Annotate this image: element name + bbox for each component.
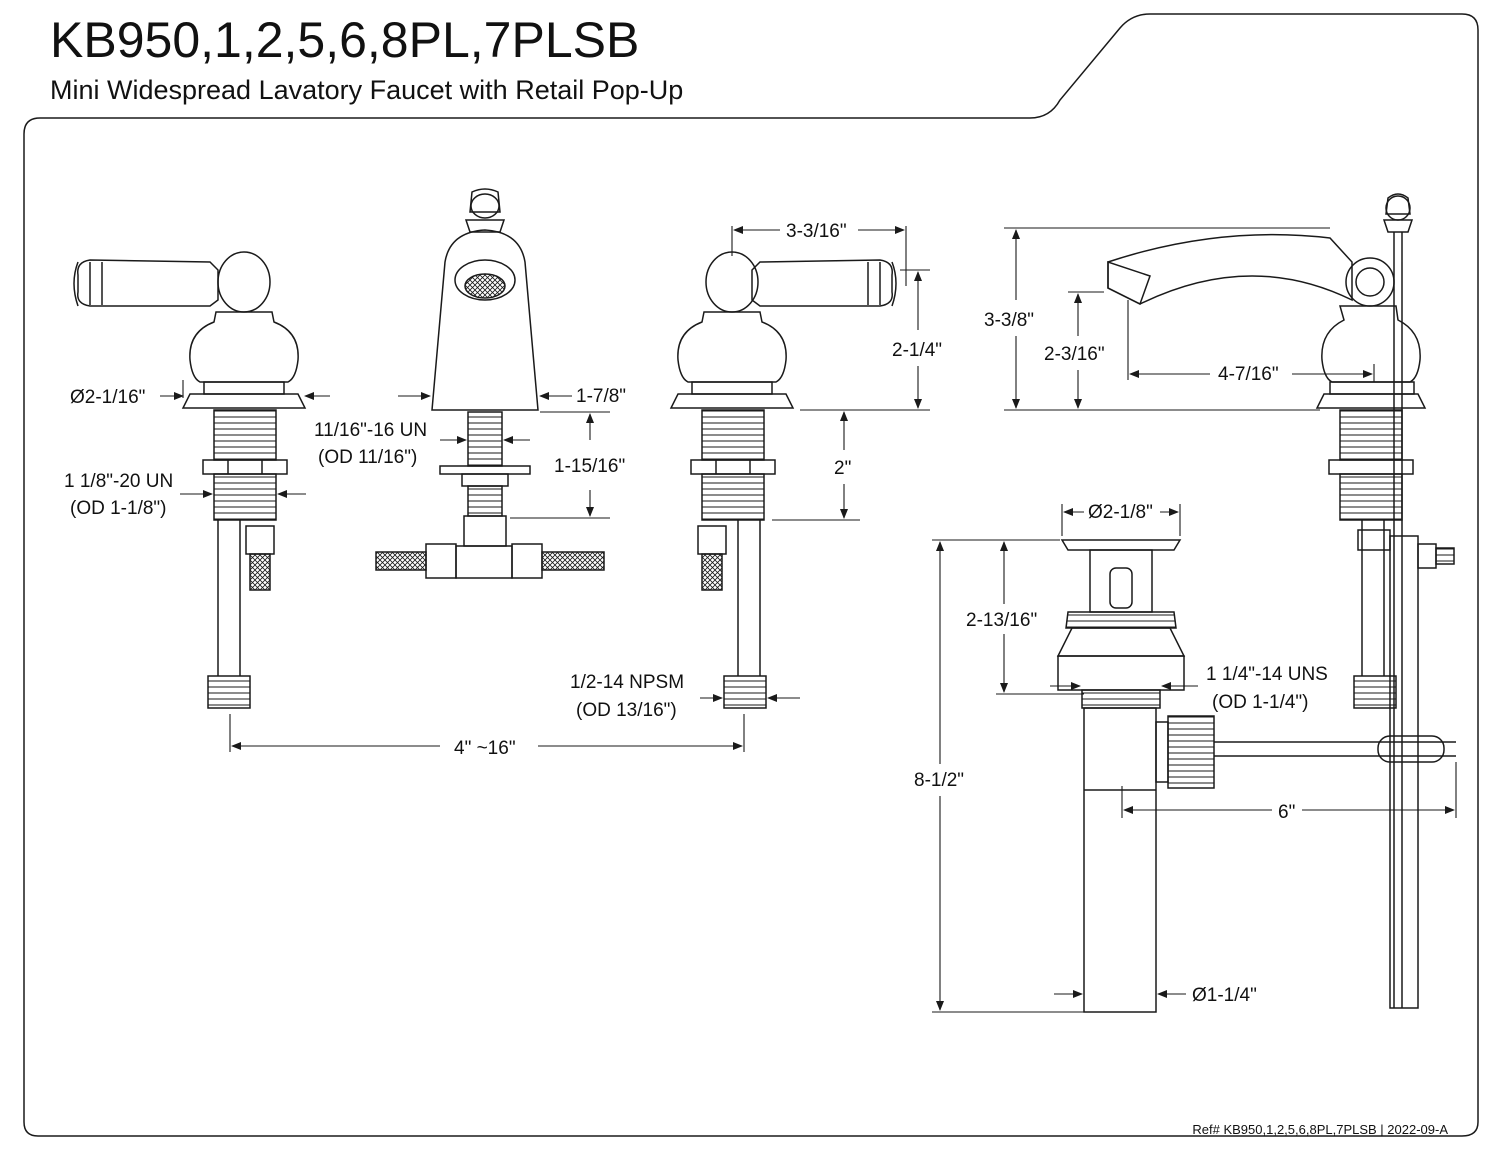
dim-supply-thread: 1/2-14 NPSM xyxy=(570,672,684,693)
dim-drain-thread-od: (OD 1-1/4") xyxy=(1212,692,1308,713)
dim-shank-length: 2" xyxy=(834,458,851,479)
dim-handle-thread: 1 1/8"-20 UN xyxy=(64,471,173,492)
dim-handle-reach: 3-3/16" xyxy=(786,221,847,242)
dim-spout-width: 1-7/8" xyxy=(576,386,626,407)
dim-spout-total-height: 3-3/8" xyxy=(984,310,1034,331)
spout-front-drawing xyxy=(375,188,605,579)
dim-tailpiece-diameter: Ø1-1/4" xyxy=(1192,985,1257,1006)
dim-handle-height: 2-1/4" xyxy=(892,340,942,361)
dimension-labels: Ø2-1/16" 1 1/8"-20 UN (OD 1-1/8") 11/16"… xyxy=(64,221,1328,1006)
dim-spout-shank: 1-15/16" xyxy=(554,456,625,477)
product-subtitle: Mini Widespread Lavatory Faucet with Ret… xyxy=(50,75,684,105)
right-handle-drawing xyxy=(669,251,897,709)
dim-spout-clearance: 2-3/16" xyxy=(1044,344,1105,365)
dim-pivot-rod-length: 6" xyxy=(1278,802,1295,823)
dim-drain-total-length: 8-1/2" xyxy=(914,770,964,791)
dim-drain-thread: 1 1/4"-14 UNS xyxy=(1206,664,1328,685)
spout-side-drawing xyxy=(1107,193,1455,1009)
dim-spout-thread-od: (OD 11/16") xyxy=(318,447,417,468)
dim-spout-thread: 11/16"-16 UN xyxy=(314,420,427,441)
model-title: KB950,1,2,5,6,8PL,7PLSB xyxy=(50,12,640,68)
dim-spread: 4" ~16" xyxy=(454,738,516,759)
dim-supply-thread-od: (OD 13/16") xyxy=(576,700,677,721)
dim-spout-reach: 4-7/16" xyxy=(1218,364,1279,385)
reference-note: Ref# KB950,1,2,5,6,8PL,7PLSB | 2022-09-A xyxy=(1192,1122,1448,1137)
dim-handle-thread-od: (OD 1-1/8") xyxy=(70,498,166,519)
sheet-frame xyxy=(23,13,1479,1137)
popup-drain-drawing xyxy=(1056,539,1456,1013)
dim-handle-diameter: Ø2-1/16" xyxy=(70,387,145,408)
dim-drain-flange-diameter: Ø2-1/8" xyxy=(1088,502,1153,523)
dim-drain-body-height: 2-13/16" xyxy=(966,610,1037,631)
left-handle-drawing xyxy=(73,251,307,709)
